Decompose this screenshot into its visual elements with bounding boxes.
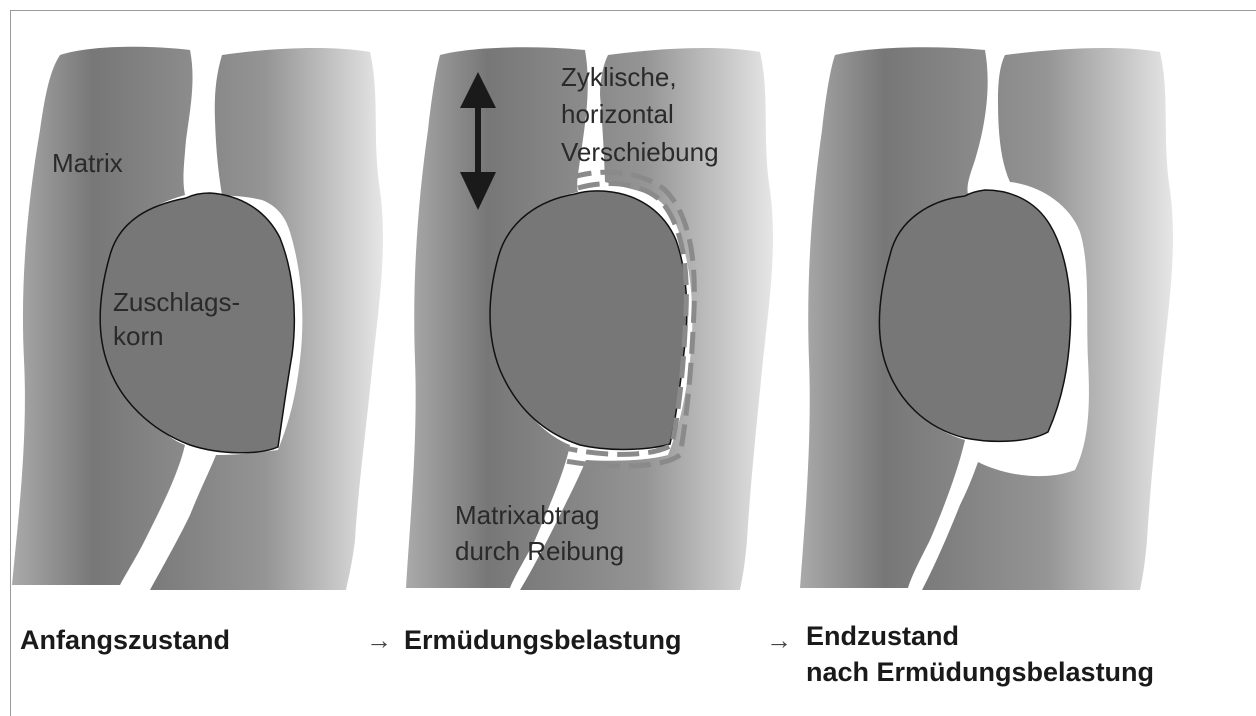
label-cyclic-line2: horizontal <box>561 99 674 130</box>
label-matrix: Matrix <box>52 148 123 179</box>
label-grain-line1: Zuschlags- <box>113 287 240 318</box>
caption-final-line1: Endzustand <box>806 620 959 653</box>
label-cyclic-line1: Zyklische, <box>561 62 677 93</box>
label-grain-line2: korn <box>113 321 164 352</box>
label-cyclic-line3: Verschiebung <box>561 137 719 168</box>
caption-initial-state: Anfangszustand <box>20 624 230 657</box>
label-abrasion-line1: Matrixabtrag <box>455 500 600 531</box>
aggregate-grain-right <box>879 190 1070 441</box>
panel-final-state <box>800 47 1173 590</box>
label-abrasion-line2: durch Reibung <box>455 536 624 567</box>
arrow-glyph-1: → <box>366 624 392 657</box>
panel-initial-state <box>12 47 383 590</box>
caption-fatigue-loading: Ermüdungsbelastung <box>404 624 682 657</box>
caption-final-line2: nach Ermüdungsbelastung <box>806 656 1154 689</box>
arrow-glyph-2: → <box>766 624 792 657</box>
